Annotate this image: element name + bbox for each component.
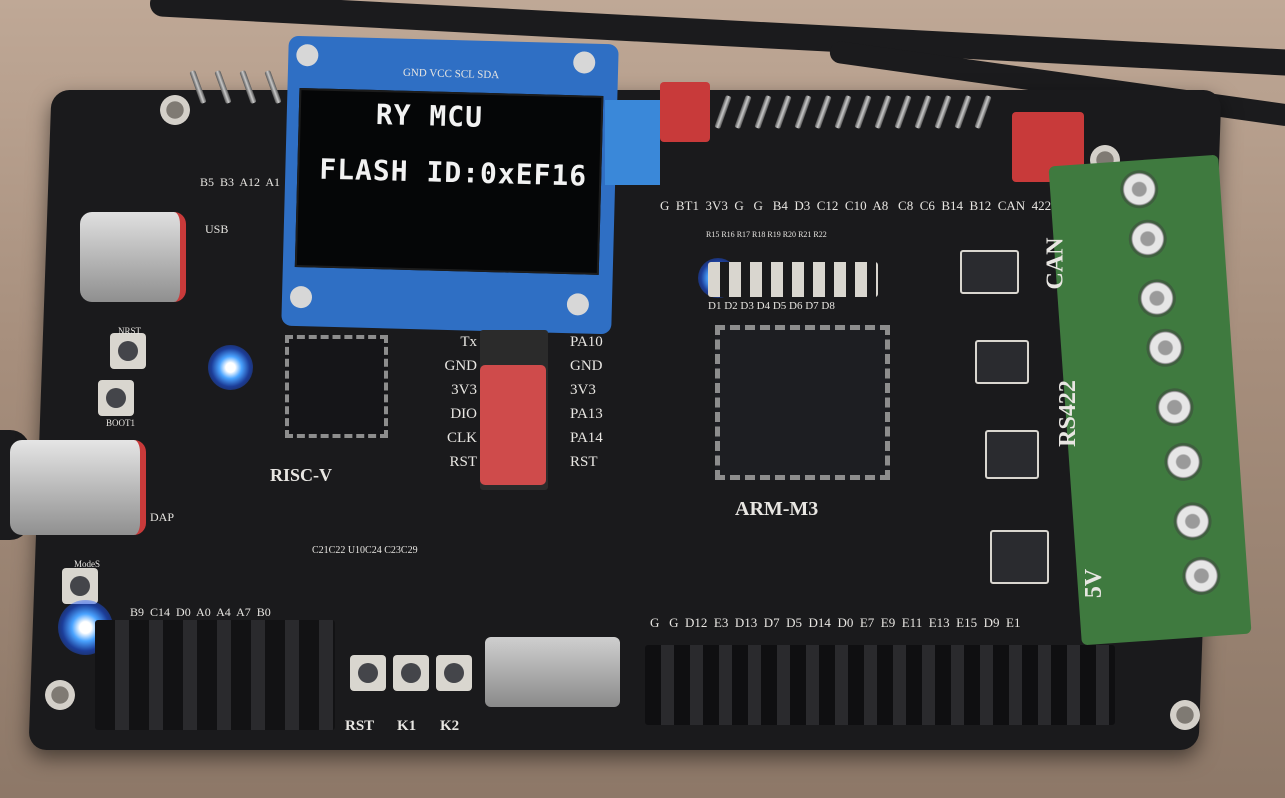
usb-c-port[interactable] — [80, 212, 186, 302]
terminal-screw[interactable] — [1145, 327, 1186, 369]
rs422-label: RS422 — [1054, 380, 1081, 447]
boot1-button[interactable] — [98, 380, 134, 416]
header-top-right — [714, 94, 1015, 165]
transceiver-chip-1 — [960, 250, 1019, 294]
mount-hole-bl — [45, 680, 75, 710]
k1-button-label: K1 — [397, 718, 417, 734]
5v-label: 5V — [1081, 568, 1108, 599]
oled-line-2: FLASH ID:0xEF16 — [318, 152, 588, 193]
terminal-screw[interactable] — [1118, 168, 1160, 210]
can-label: CAN — [1042, 237, 1069, 290]
top-header-labels: G BT1 3V3 G G B4 D3 C12 C10 A8 C8 C6 B14… — [660, 198, 1052, 213]
jtag-jumper-block[interactable] — [480, 365, 546, 485]
modes-label: ModeS — [74, 559, 101, 569]
transceiver-chip-4 — [990, 530, 1049, 584]
oled-module: GND VCC SCL SDA RY MCU FLASH ID:0xEF16 — [281, 35, 619, 335]
dap-label: DAP — [150, 510, 175, 524]
oled-pin-labels: GND VCC SCL SDA — [402, 66, 500, 82]
rst-button-label: RST — [345, 718, 375, 734]
transceiver-chip-2 — [975, 340, 1029, 384]
jumper-red-top-left[interactable] — [660, 82, 710, 142]
usb-label: USB — [205, 222, 229, 236]
terminal-screw[interactable] — [1172, 501, 1213, 542]
jtag-labels-right: PA10 GND 3V3 PA13 PA14 RST — [570, 334, 603, 470]
cap-labels: C21C22 U10C24 C23C29 — [312, 545, 418, 556]
k2-button[interactable] — [436, 655, 472, 691]
terminal-screw[interactable] — [1181, 555, 1222, 597]
mount-hole-tl — [160, 95, 190, 125]
bottom-header-labels: G G D12 E3 D13 D7 D5 D14 D0 E7 E9 E11 E1… — [650, 615, 1021, 630]
nrst-label: NRST — [118, 326, 142, 336]
oled-line-1: RY MCU — [375, 98, 484, 134]
risc-v-label: RISC-V — [270, 465, 333, 485]
led-labels: D1 D2 D3 D4 D5 D6 D7 D8 — [708, 300, 835, 312]
jtag-labels-left: Tx GND 3V3 DIO CLK RST — [444, 334, 478, 470]
header-bottom-left — [95, 620, 335, 730]
boot1-label: BOOT1 — [106, 418, 135, 428]
oled-ribbon — [605, 100, 660, 185]
arm-m3-chip — [715, 325, 890, 480]
dap-usb-port[interactable] — [10, 440, 146, 535]
resistor-labels: R15 R16 R17 R18 R19 R20 R21 R22 — [706, 230, 827, 239]
k2-button-label: K2 — [440, 718, 460, 734]
header-bottom-right — [645, 645, 1115, 725]
oled-screen: RY MCU FLASH ID:0xEF16 — [294, 88, 604, 275]
top-left-header-labels: B5 B3 A12 A1 — [200, 175, 281, 189]
nrst-button[interactable] — [110, 333, 146, 369]
modes-button[interactable] — [62, 568, 98, 604]
led-array — [708, 262, 878, 297]
arm-m3-label: ARM-M3 — [735, 498, 819, 520]
terminal-screw[interactable] — [1154, 387, 1195, 428]
mount-hole-br — [1170, 700, 1200, 730]
rst-button[interactable] — [350, 655, 386, 691]
terminal-screw[interactable] — [1163, 441, 1204, 483]
k1-button[interactable] — [393, 655, 429, 691]
crystal-oscillator — [485, 637, 620, 707]
terminal-screw[interactable] — [1136, 277, 1178, 319]
terminal-screw[interactable] — [1127, 218, 1169, 260]
risc-v-chip — [285, 335, 388, 438]
status-led-left — [208, 345, 253, 390]
bottom-left-header-labels: B9 C14 D0 A0 A4 A7 B0 — [130, 605, 271, 619]
transceiver-chip-3 — [985, 430, 1039, 479]
